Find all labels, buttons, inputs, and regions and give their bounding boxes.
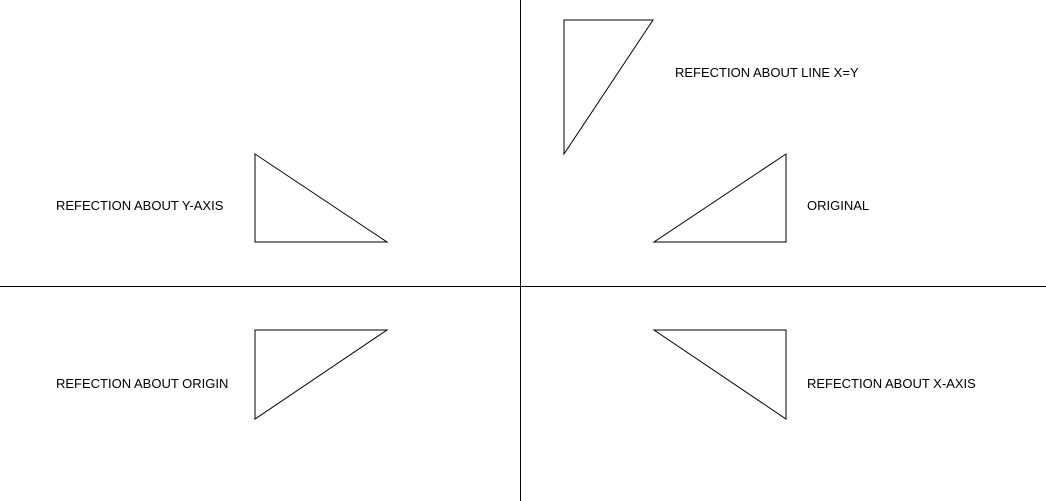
original-triangle (652, 153, 787, 243)
line-x-eq-y-reflection-label: REFECTION ABOUT LINE X=Y (675, 65, 859, 80)
x-axis-reflection-label: REFECTION ABOUT X-AXIS (807, 376, 976, 391)
original-label: ORIGINAL (807, 198, 870, 213)
y-axis-reflection-triangle (254, 153, 389, 243)
origin-reflection-label: REFECTION ABOUT ORIGIN (56, 376, 229, 391)
y-axis-reflection-label: REFECTION ABOUT Y-AXIS (56, 198, 224, 213)
line-x-eq-y-reflection-triangle (563, 19, 654, 156)
origin-reflection-triangle (254, 329, 389, 420)
x-axis-reflection-triangle (652, 329, 787, 420)
